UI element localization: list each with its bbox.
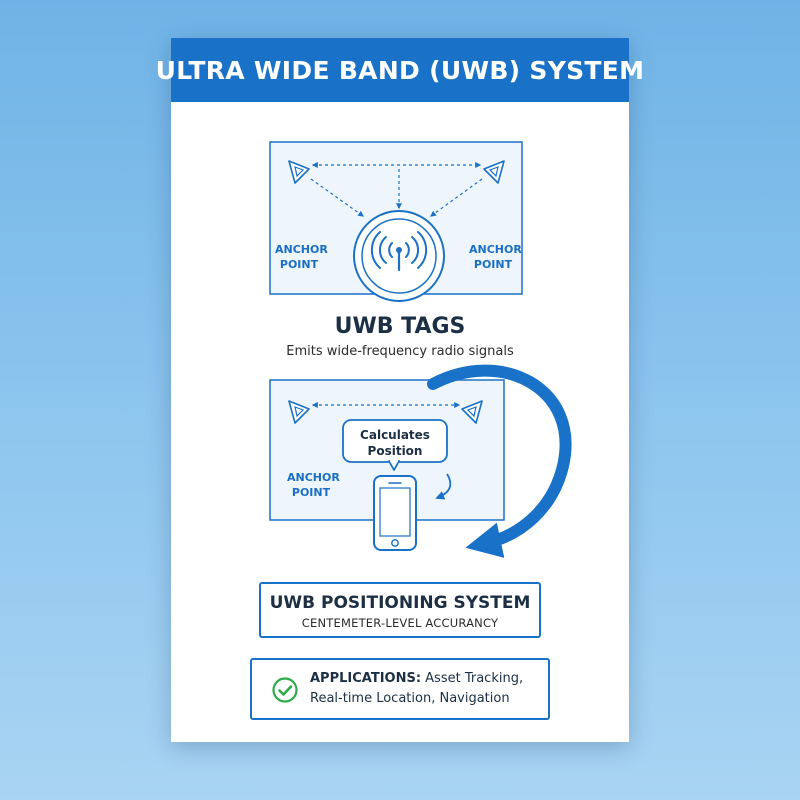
checkmark-circle-icon	[272, 677, 298, 703]
anchor-label-line: ANCHOR	[275, 243, 328, 256]
tags-subtitle: Emits wide-frequency radio signals	[286, 344, 514, 359]
anchor-label-line: POINT	[279, 258, 319, 271]
anchor-label-bottom: ANCHOR POINT	[287, 470, 340, 500]
signal-arrow	[310, 178, 364, 217]
anchor-label-line: ANCHOR	[469, 243, 522, 256]
small-curved-arrow	[435, 473, 452, 500]
bubble-line: Calculates	[360, 428, 430, 442]
triangle-antenna-icon	[483, 160, 505, 184]
system-subtitle: CENTEMETER-LEVEL ACCURANCY	[301, 616, 499, 630]
applications-line1: Asset Tracking,	[421, 671, 524, 686]
anchor-label-line: ANCHOR	[287, 471, 340, 484]
signal-arrow	[430, 178, 483, 217]
anchor-label-right: ANCHOR POINT	[469, 242, 522, 272]
uwb-diagram	[269, 141, 572, 558]
infographic-card: ULTRA WIDE BAND (UWB) SYSTEM	[156, 38, 644, 742]
applications-text: APPLICATIONS: Asset Tracking, Real-time …	[310, 669, 546, 709]
applications-box: APPLICATIONS: Asset Tracking, Real-time …	[250, 658, 550, 720]
system-title: UWB POSITIONING SYSTEM	[269, 593, 531, 613]
big-curved-arrow	[427, 364, 572, 558]
anchor-label-line: POINT	[291, 486, 331, 499]
positioning-system-box: UWB POSITIONING SYSTEM CENTEMETER-LEVEL …	[259, 582, 541, 638]
applications-line2: Real-time Location, Navigation	[310, 691, 510, 706]
bubble-text: Calculates Position	[347, 427, 443, 459]
triangle-antenna-icon	[461, 400, 483, 424]
anchor-label-left: ANCHOR POINT	[275, 242, 328, 272]
radio-signal-icon	[353, 210, 445, 302]
anchor-label-line: POINT	[473, 258, 513, 271]
calculates-bubble	[342, 419, 448, 471]
smartphone-icon	[373, 475, 417, 551]
page-title: ULTRA WIDE BAND (UWB) SYSTEM	[155, 55, 645, 85]
triangle-antenna-icon	[288, 160, 310, 184]
applications-label: APPLICATIONS:	[310, 671, 422, 686]
header-banner: ULTRA WIDE BAND (UWB) SYSTEM	[156, 38, 644, 102]
triangle-antenna-icon	[288, 400, 310, 424]
tags-title: UWB TAGS	[334, 314, 466, 339]
bubble-line: Position	[367, 444, 423, 458]
